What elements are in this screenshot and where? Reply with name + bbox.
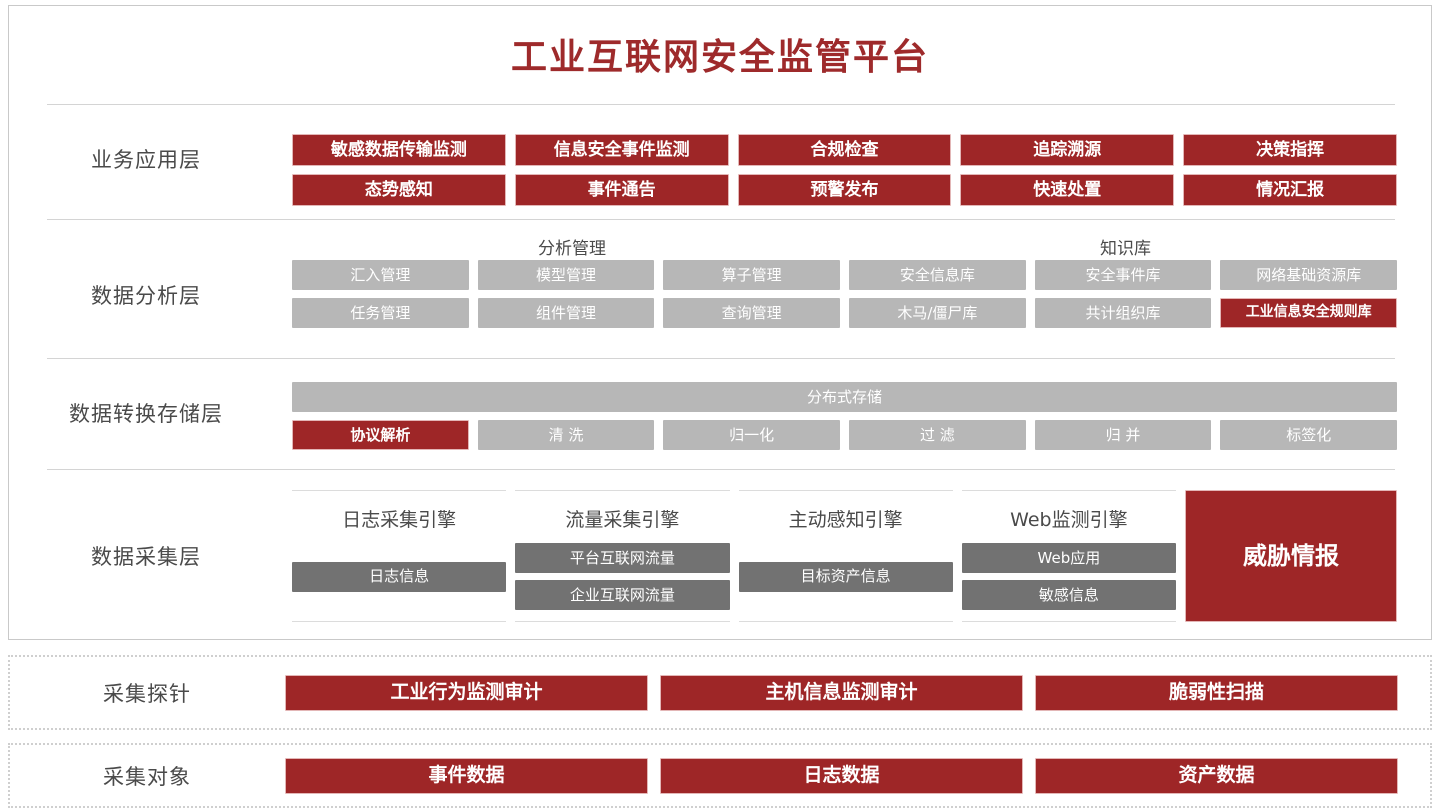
layer-analysis: 数据分析层 分析管理 知识库 汇入管理 模型管理 算子管理 安全信息库 安全事件… (9, 226, 1431, 358)
layer-storage-label: 数据转换存储层 (69, 402, 223, 426)
object-item[interactable]: 资产数据 (1035, 757, 1398, 794)
layer-collection: 数据采集层 日志采集引擎 日志信息 流量采集引擎 平台互联网流量 企业互联网流量 (9, 476, 1431, 636)
analysis-item[interactable]: 任务管理 (292, 298, 469, 328)
biz-item[interactable]: 预警发布 (737, 174, 952, 206)
analysis-group-headers: 分析管理 知识库 (292, 234, 1397, 260)
analysis-item[interactable]: 查询管理 (663, 298, 841, 328)
layer-collection-label: 数据采集层 (91, 545, 201, 569)
analysis-item[interactable]: 模型管理 (477, 260, 655, 290)
object-item[interactable]: 日志数据 (660, 757, 1023, 794)
biz-item[interactable]: 快速处置 (960, 174, 1175, 206)
engine-items: Web应用 敏感信息 (961, 542, 1176, 611)
engine-item[interactable]: 平台互联网流量 (515, 543, 730, 573)
biz-item[interactable]: 决策指挥 (1183, 134, 1397, 166)
analysis-item-highlight[interactable]: 工业信息安全规则库 (1220, 298, 1398, 328)
analysis-item[interactable]: 算子管理 (663, 260, 841, 290)
biz-item[interactable]: 态势感知 (292, 174, 506, 206)
analysis-item[interactable]: 汇入管理 (292, 260, 469, 290)
engine-log: 日志采集引擎 日志信息 (292, 490, 507, 622)
analysis-row-2: 任务管理 组件管理 查询管理 木马/僵尸库 共计组织库 工业信息安全规则库 (292, 298, 1398, 328)
analysis-wrap: 分析管理 知识库 汇入管理 模型管理 算子管理 安全信息库 安全事件库 网络基础… (292, 234, 1398, 328)
storage-wrap: 分布式存储 协议解析 清 洗 归一化 过 滤 归 并 标签化 (292, 382, 1398, 450)
engine-item[interactable]: 日志信息 (292, 561, 507, 592)
engine-web-monitor: Web监测引擎 Web应用 敏感信息 (961, 490, 1176, 622)
biz-item[interactable]: 合规检查 (737, 134, 952, 166)
analysis-row-1: 汇入管理 模型管理 算子管理 安全信息库 安全事件库 网络基础资源库 (292, 260, 1398, 290)
biz-item[interactable]: 情况汇报 (1183, 174, 1397, 206)
engine-items: 目标资产信息 (738, 542, 953, 611)
probe-section-label: 采集探针 (103, 681, 191, 706)
engine-active-sensing: 主动感知引擎 目标资产信息 (738, 490, 953, 622)
probe-section: 采集探针 工业行为监测审计 主机信息监测审计 脆弱性扫描 (8, 655, 1432, 730)
divider-business-analysis (47, 219, 1395, 220)
probe-item[interactable]: 工业行为监测审计 (285, 674, 648, 711)
business-row-1: 敏感数据传输监测 信息安全事件监测 合规检查 追踪溯源 决策指挥 (292, 134, 1397, 166)
engine-item[interactable]: 企业互联网流量 (515, 580, 730, 610)
analysis-item[interactable]: 组件管理 (477, 298, 655, 328)
engine-items: 平台互联网流量 企业互联网流量 (515, 542, 730, 611)
engine-traffic: 流量采集引擎 平台互联网流量 企业互联网流量 (515, 490, 730, 622)
divider-storage-collection (47, 469, 1395, 470)
biz-item[interactable]: 追踪溯源 (960, 134, 1175, 166)
engine-item[interactable]: Web应用 (961, 543, 1176, 573)
object-section-label: 采集对象 (103, 764, 191, 789)
probe-grid: 工业行为监测审计 主机信息监测审计 脆弱性扫描 (285, 674, 1398, 711)
page-title: 工业互联网安全监管平台 (510, 37, 929, 78)
business-grid: 敏感数据传输监测 信息安全事件监测 合规检查 追踪溯源 决策指挥 态势感知 事件… (292, 134, 1397, 206)
group-header-knowledge: 知识库 (1100, 239, 1151, 259)
layer-storage: 数据转换存储层 分布式存储 协议解析 清 洗 归一化 过 滤 归 并 标签化 (9, 364, 1431, 469)
analysis-item[interactable]: 木马/僵尸库 (849, 298, 1026, 328)
engine-title: 日志采集引擎 (342, 509, 457, 531)
threat-intelligence-box[interactable]: 威胁情报 (1185, 490, 1397, 622)
object-grid: 事件数据 日志数据 资产数据 (285, 757, 1398, 794)
engine-item[interactable]: 敏感信息 (961, 580, 1176, 610)
divider-analysis-storage (47, 358, 1395, 359)
analysis-item[interactable]: 网络基础资源库 (1220, 260, 1398, 290)
storage-item-highlight[interactable]: 协议解析 (292, 420, 469, 450)
storage-item[interactable]: 归 并 (1034, 420, 1212, 450)
object-section: 采集对象 事件数据 日志数据 资产数据 (8, 743, 1432, 808)
biz-item[interactable]: 信息安全事件监测 (514, 134, 729, 166)
engine-title: 主动感知引擎 (788, 509, 903, 531)
storage-distributed-bar[interactable]: 分布式存储 (292, 382, 1397, 412)
storage-row: 协议解析 清 洗 归一化 过 滤 归 并 标签化 (292, 420, 1398, 450)
analysis-item[interactable]: 共计组织库 (1034, 298, 1212, 328)
engine-items: 日志信息 (292, 542, 507, 611)
storage-item[interactable]: 清 洗 (477, 420, 655, 450)
main-panel: 工业互联网安全监管平台 业务应用层 敏感数据传输监测 信息安全事件监测 合规检查… (8, 5, 1432, 640)
engine-title: Web监测引擎 (1010, 509, 1128, 531)
layer-business-label: 业务应用层 (91, 148, 201, 172)
storage-item[interactable]: 归一化 (663, 420, 841, 450)
analysis-item[interactable]: 安全事件库 (1034, 260, 1212, 290)
layer-analysis-label: 数据分析层 (91, 284, 201, 308)
probe-item[interactable]: 主机信息监测审计 (660, 674, 1023, 711)
divider-top (47, 104, 1395, 105)
object-item[interactable]: 事件数据 (285, 757, 648, 794)
biz-item[interactable]: 敏感数据传输监测 (292, 134, 506, 166)
group-header-analysis: 分析管理 (538, 239, 606, 259)
storage-item[interactable]: 标签化 (1220, 420, 1398, 450)
collection-wrap: 日志采集引擎 日志信息 流量采集引擎 平台互联网流量 企业互联网流量 主动感知引… (292, 490, 1397, 622)
layer-business: 业务应用层 敏感数据传输监测 信息安全事件监测 合规检查 追踪溯源 决策指挥 态… (9, 116, 1431, 224)
probe-item[interactable]: 脆弱性扫描 (1035, 674, 1398, 711)
biz-item[interactable]: 事件通告 (514, 174, 729, 206)
engine-item[interactable]: 目标资产信息 (738, 561, 953, 592)
engine-title: 流量采集引擎 (565, 509, 680, 531)
business-row-2: 态势感知 事件通告 预警发布 快速处置 情况汇报 (292, 174, 1397, 206)
analysis-item[interactable]: 安全信息库 (849, 260, 1026, 290)
storage-item[interactable]: 过 滤 (849, 420, 1026, 450)
